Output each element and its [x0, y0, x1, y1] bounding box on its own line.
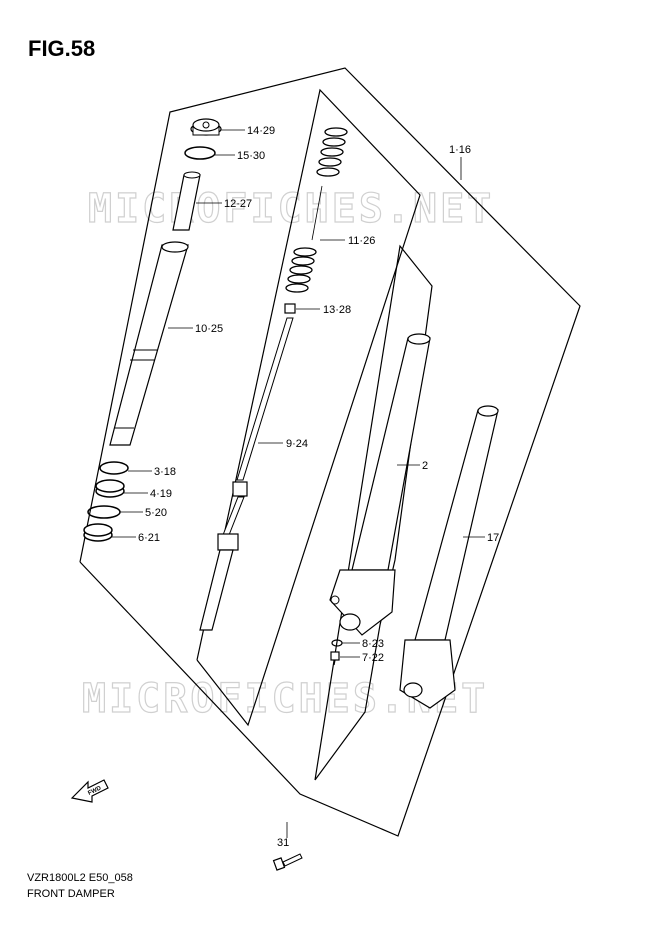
outer-tube-part — [109, 241, 189, 446]
assembly-boundary-inner — [196, 88, 421, 727]
model-code: VZR1800L2 E50_058 — [27, 872, 133, 884]
callout-6: 6·21 — [138, 532, 160, 544]
drain-bolt-part — [330, 651, 340, 666]
bolt-part — [272, 853, 303, 871]
callout-15: 15·30 — [237, 150, 265, 162]
callout-1: 1·16 — [449, 144, 471, 156]
cap-bolt-part — [190, 118, 222, 136]
callout-7: 7·22 — [362, 652, 384, 664]
callout-14: 14·29 — [247, 125, 275, 137]
callout-11: 11·26 — [348, 235, 375, 247]
callout-17: 17 — [487, 532, 499, 544]
fork-leg-left-part — [399, 405, 499, 709]
spring-upper-part — [316, 127, 348, 177]
callout-4: 4·19 — [150, 488, 172, 500]
assembly-boundary-fork — [314, 244, 433, 781]
spring-lower-part — [285, 247, 317, 293]
damper-rod-part — [199, 317, 294, 631]
forward-direction-arrow: FWD — [70, 779, 109, 803]
callout-12: 12·27 — [224, 198, 252, 210]
callout-5: 5·20 — [145, 507, 167, 519]
watermark-top: MICROFICHES.NET — [88, 186, 494, 232]
o-ring-part — [184, 146, 216, 160]
figure-name: FRONT DAMPER — [27, 888, 115, 900]
spacer-part — [172, 171, 201, 231]
fwd-label: FWD — [87, 785, 103, 796]
callout-3: 3·18 — [154, 466, 176, 478]
callout-13: 13·28 — [323, 304, 351, 316]
callout-8: 8·23 — [362, 638, 384, 650]
callout-2: 2 — [422, 460, 428, 472]
stopper-ring-part — [87, 505, 121, 519]
dust-seal-part — [99, 461, 129, 475]
bushing-part — [83, 523, 113, 542]
callout-9: 9·24 — [286, 438, 308, 450]
callout-10: 10·25 — [195, 323, 223, 335]
assembly-boundary-outer — [79, 67, 581, 837]
figure-title: FIG.58 — [28, 36, 96, 61]
lock-nut-part — [284, 303, 296, 314]
oil-seal-part — [95, 479, 125, 498]
callout-31: 31 — [277, 837, 289, 849]
fork-leg-right-part — [329, 333, 431, 636]
